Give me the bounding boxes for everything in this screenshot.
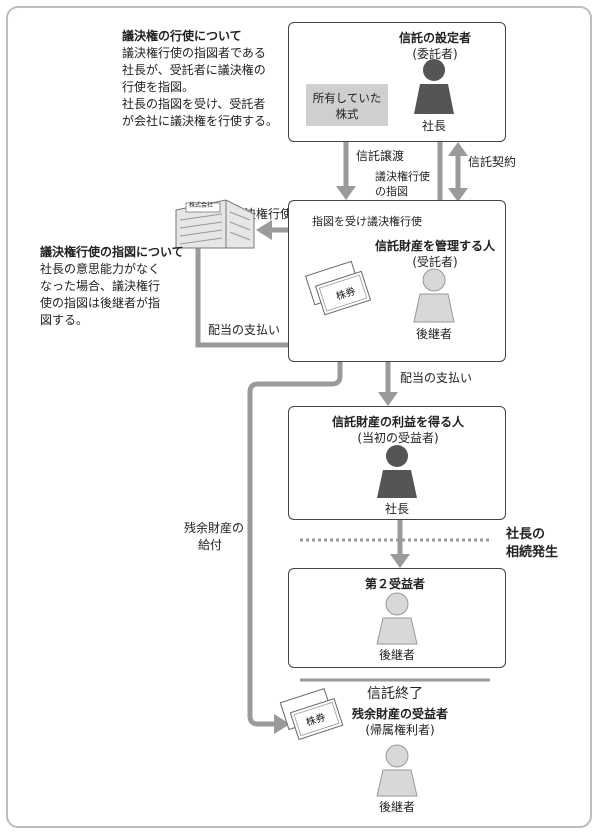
voting-exercise-label: 議決権行使 bbox=[232, 207, 293, 221]
trust-end-label: 信託終了 bbox=[367, 686, 423, 702]
instruction-note-line-1: 社長の意思能力がなく bbox=[40, 262, 161, 276]
residual-beneficiary-title: 残余財産の受益者 bbox=[351, 707, 448, 721]
beneficiary-subtitle: (当初の受益者) bbox=[357, 431, 439, 445]
trustee-title: 信託財産を管理する人 bbox=[374, 239, 495, 253]
voting-note-line-4: 社長の指図を受け、受託者 bbox=[122, 97, 266, 111]
beneficiary-person-label: 社長 bbox=[384, 502, 409, 516]
beneficiary-title: 信託財産の利益を得る人 bbox=[331, 415, 464, 429]
trustee-subtitle: (受託者) bbox=[412, 255, 458, 269]
settlor-title: 信託の設定者 bbox=[398, 31, 471, 45]
voting-instruction-label-2: の指図 bbox=[375, 185, 408, 198]
second-beneficiary-person-label: 後継者 bbox=[378, 648, 415, 662]
instruction-note-line-2: なった場合、議決権行 bbox=[40, 279, 161, 293]
settlor-person-label: 社長 bbox=[421, 119, 446, 133]
residual-label-1: 残余財産の bbox=[184, 521, 245, 535]
residual-label-2: 給付 bbox=[198, 538, 223, 552]
residual-arrow bbox=[247, 362, 343, 727]
dividend-label-right: 配当の支払い bbox=[400, 371, 473, 385]
owned-stock-label-1: 所有していた bbox=[312, 91, 382, 105]
owned-stock-label-2: 株式 bbox=[335, 107, 359, 121]
instruction-note-line-4: 図する。 bbox=[40, 313, 89, 327]
voting-note-line-3: 行使を指図。 bbox=[122, 80, 195, 94]
voting-instruction-label-1: 議決権行使 bbox=[375, 170, 430, 183]
trust-contract-label: 信託契約 bbox=[468, 155, 517, 169]
inheritance-label-1: 社長の bbox=[506, 527, 546, 542]
settlor-subtitle: (委託者) bbox=[412, 47, 458, 61]
trust-transfer-label: 信託譲渡 bbox=[356, 149, 405, 163]
residual-beneficiary-person-label: 後継者 bbox=[378, 800, 415, 814]
instruction-note-line-3: 使の指図は後継者が指 bbox=[40, 296, 161, 310]
outer-frame bbox=[6, 6, 592, 828]
inheritance-label-2: 相続発生 bbox=[506, 545, 559, 560]
instruction-note-title: 議決権行使の指図について bbox=[40, 245, 184, 259]
company-sign: 株式会社 bbox=[189, 202, 214, 209]
voting-note-line-2: 社長が、受託者に議決権の bbox=[122, 63, 266, 77]
residual-beneficiary-subtitle: (帰属権利者) bbox=[365, 723, 435, 737]
dividend-label-left: 配当の支払い bbox=[208, 323, 281, 337]
second-beneficiary-title: 第２受益者 bbox=[364, 577, 425, 591]
instruction-receive-label: 指図を受け議決権行使 bbox=[312, 215, 422, 228]
trustee-person-label: 後継者 bbox=[415, 327, 452, 341]
voting-note-line-5: が会社に議決権を行使する。 bbox=[122, 114, 279, 128]
owned-stock-box: 所有していた 株式 bbox=[306, 84, 388, 126]
voting-note-title: 議決権の行使について bbox=[122, 29, 242, 43]
voting-note-line-1: 議決権行使の指図者である bbox=[122, 46, 266, 60]
